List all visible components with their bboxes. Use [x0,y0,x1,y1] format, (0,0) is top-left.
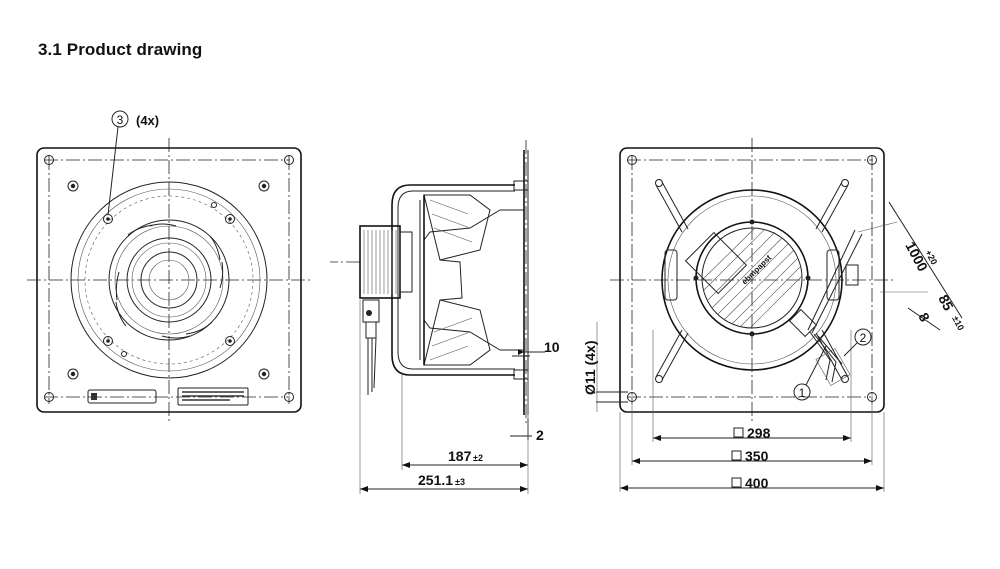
motor-label: ebmpapst [740,253,773,286]
dim-85: 85 [935,292,957,313]
dim-8: 8 [915,310,933,325]
callout-3-qty: (4x) [136,113,159,128]
dim-85-tol: ±10 [950,314,966,332]
rear-view: ebmpapst 1 2 1000 +20 85 ±10 8 Ø11 (4x) [582,138,966,492]
callout-1: 1 [799,386,806,400]
dim-187: 187 [448,448,472,464]
dim-251-tol: ±3 [455,477,465,487]
dim-187-tol: ±2 [473,453,483,463]
dim-2: 2 [536,427,544,443]
side-view: 10 2 187 ±2 251.1 ±3 [330,140,560,494]
dim-10: 10 [544,339,560,355]
callout-3-number: 3 [117,113,124,127]
dim-hole: Ø11 (4x) [582,341,598,395]
front-view: 3 (4x) [27,110,311,422]
dim-251: 251.1 [418,472,453,488]
callout-3 [111,110,129,128]
dim-298: 298 [747,425,771,441]
callout-2: 2 [860,331,867,345]
dim-350: 350 [745,448,769,464]
dim-400: 400 [745,475,769,491]
section-title: 3.1 Product drawing [38,40,203,59]
